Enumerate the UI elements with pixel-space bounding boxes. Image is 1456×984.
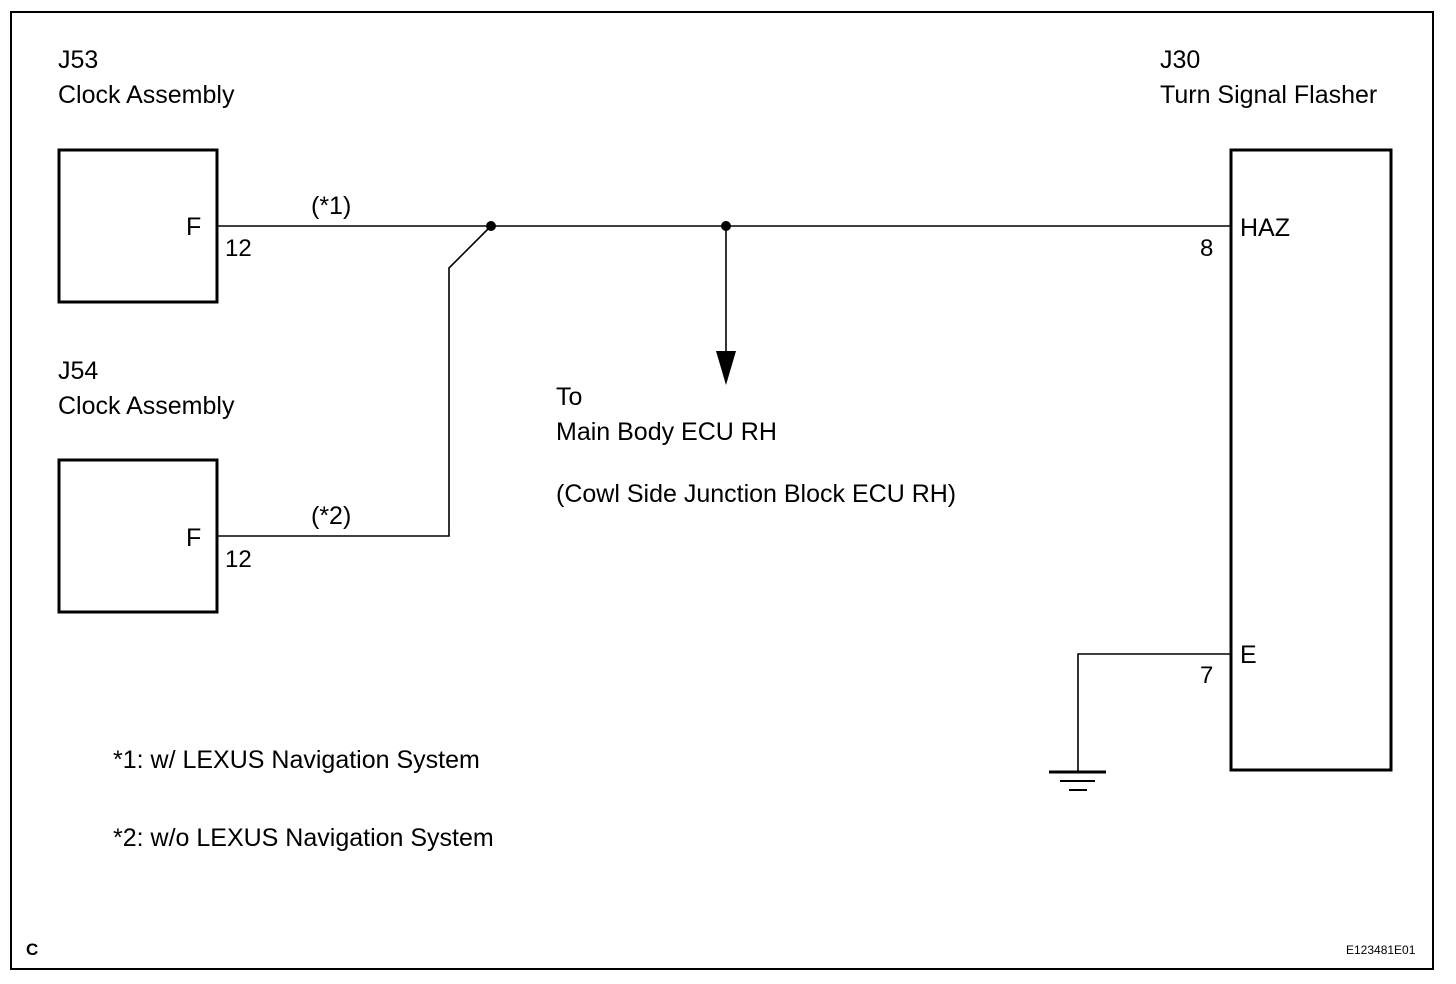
corner-label: C <box>26 940 38 959</box>
j30-code: J30 <box>1160 46 1200 74</box>
j54-code: J54 <box>58 357 98 385</box>
j54-name: Clock Assembly <box>58 392 235 420</box>
j53-pin-number: 12 <box>225 235 252 262</box>
j54-branch-wire <box>218 225 492 537</box>
diagram-frame <box>10 11 1434 970</box>
j53-name: Clock Assembly <box>58 81 235 109</box>
down-arrow-icon <box>716 351 736 385</box>
destination-line-1: To <box>556 383 582 411</box>
j54-clock-assembly-box <box>57 458 219 614</box>
figure-code: E123481E01 <box>1346 943 1416 957</box>
j54-terminal-label: F <box>186 524 201 552</box>
j30-name: Turn Signal Flasher <box>1160 81 1377 109</box>
destination-line-2: Main Body ECU RH <box>556 418 777 446</box>
j30-turn-signal-flasher-box <box>1229 148 1393 772</box>
splice-point-1 <box>486 221 496 231</box>
j30-haz-terminal-label: HAZ <box>1240 214 1290 242</box>
wire-label-1: (*1) <box>311 192 351 220</box>
ground-icon <box>1049 770 1106 791</box>
j30-haz-pin-number: 8 <box>1200 235 1213 262</box>
j53-clock-assembly-box <box>57 148 219 304</box>
note-1: *1: w/ LEXUS Navigation System <box>113 746 480 774</box>
note-2: *2: w/o LEXUS Navigation System <box>113 824 494 852</box>
ground-wire <box>1077 653 1231 771</box>
j54-pin-number: 12 <box>225 546 252 573</box>
j53-terminal-label: F <box>186 213 201 241</box>
j53-code: J53 <box>58 46 98 74</box>
wire-label-2: (*2) <box>311 502 351 530</box>
destination-line-3: (Cowl Side Junction Block ECU RH) <box>556 480 956 508</box>
j30-e-terminal-label: E <box>1240 641 1257 669</box>
j30-e-pin-number: 7 <box>1200 662 1213 689</box>
